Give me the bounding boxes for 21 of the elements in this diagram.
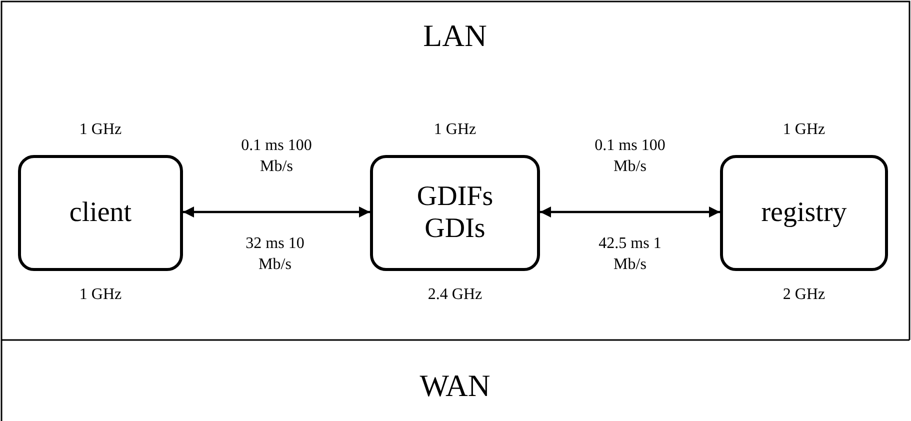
rounded-box bbox=[720, 155, 888, 271]
link-spec-label: 42.5 ms 1 Mb/s bbox=[598, 234, 662, 275]
panel-title: WAN bbox=[418, 367, 492, 405]
spec-label: 2 GHz bbox=[782, 285, 826, 305]
node-label: GDIs bbox=[424, 213, 486, 246]
node-label: GDIFs bbox=[416, 180, 494, 213]
edge-label: 0.1 ms 100 Mb/s bbox=[240, 136, 313, 177]
link-spec-label: 32 ms 10 Mb/s bbox=[244, 234, 306, 275]
rounded-box bbox=[18, 155, 183, 271]
spec-label: 1 GHz bbox=[78, 285, 123, 305]
double-arrow bbox=[183, 206, 370, 218]
spec-label: 1 GHz bbox=[432, 120, 478, 140]
node-label: client bbox=[69, 196, 132, 230]
edge-label: 0.1 ms 100 Mb/s bbox=[594, 136, 666, 177]
double-arrow bbox=[540, 206, 720, 218]
panel-title: LAN bbox=[422, 17, 488, 55]
spec-label: 1 GHz bbox=[782, 120, 826, 140]
node-label: registry bbox=[761, 196, 847, 230]
spec-label: 2.4 GHz bbox=[426, 285, 484, 305]
spec-label: 1 GHz bbox=[78, 120, 123, 140]
rounded-box bbox=[370, 155, 540, 271]
